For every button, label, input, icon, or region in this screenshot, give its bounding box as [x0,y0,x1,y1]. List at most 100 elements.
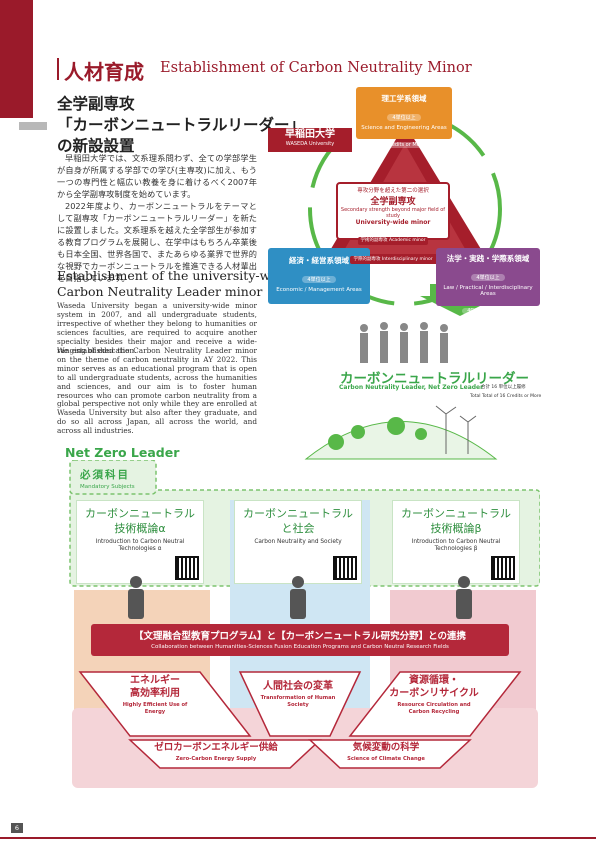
field-zero-carbon-en: Zero-Carbon Energy Supply [175,756,257,762]
mandatory-subjects-en: Mandatory Subjects [80,484,135,490]
field-climate: 気候変動の科学 Science of Climate Change [318,741,454,763]
field-society-en-2: Society [287,701,309,708]
mandatory-subjects-jp: 必須科目 [80,469,130,481]
course-alpha-jp-1: カーボンニュートラル [85,507,195,520]
field-energy-jp-1: エネルギー [130,675,180,686]
economic-credits-en: 4Credits or More [293,304,345,310]
mandatory-tab [69,460,157,495]
science-label-en: Science and Engineering Areas [361,125,447,131]
field-zero-carbon-jp: ゼロカーボンエネルギー供給 [154,742,278,753]
field-energy-en-2: Energy [144,708,166,715]
people-figures-icon [360,322,448,363]
en-paragraph-2: We established the Carbon Neutrality Lea… [57,346,257,436]
field-shape-zero-carbon [128,739,322,769]
course-society-jp-2: と社会 [281,522,315,535]
minor-sub-jp: 専攻分野を超えた第二の選択 [357,188,429,194]
minor-sub-en: Secondary strength beyond major field of… [340,207,446,219]
university-wide-minor-box: 専攻分野を超えた第二の選択 全学副専攻 Secondary strength b… [336,182,450,264]
course-society-en-1: Carbon Neutrality and Society [254,539,342,545]
law-credits-en: 4Credits or More [462,308,514,314]
field-shape-climate [308,739,472,769]
academic-minor-tag: 学術的副専攻 Academic minor [357,237,429,245]
credits-note-jp: 合計 16 単位以上履修 [481,385,526,390]
minor-title-en: University-wide minor [355,219,431,226]
wind-turbine-icon [435,405,477,454]
law-label-jp: 法学・実践・学際系領域 [446,254,530,263]
law-region: 法学・実践・学際系領域 4単位以上 Law / Practical / Inte… [436,248,540,314]
course-card-society[interactable]: カーボンニュートラルと社会 Carbon Neutrality and Soci… [234,500,362,584]
person-icon [128,576,144,619]
title-rule [57,58,59,80]
qr-code-icon[interactable] [175,556,199,580]
student-figures-illustration [128,576,472,619]
waseda-jp: 早稲田大学 [285,129,335,140]
en-paragraph-1: Waseda University began a university-wid… [57,301,257,355]
science-credits-en: 4Credits or More [378,142,430,148]
field-shape-recycling [348,671,522,737]
course-beta-jp-1: カーボンニュートラル [401,507,511,520]
course-beta-en-1: Introduction to Carbon Neutral [411,539,501,545]
science-credits-jp: 4単位以上 [387,114,421,121]
economic-label-jp: 経済・経営系領域 [289,256,349,265]
field-recycling-en-1: Resource Circulation and [397,702,471,708]
science-label-jp: 理工学系領域 [381,94,427,103]
law-label-en: Law / Practical / Interdisciplinary Area… [443,285,533,297]
jp-heading-line-3: の新設設置 [57,136,135,155]
field-recycling-jp-2: カーボンリサイクル [389,688,479,699]
tree-icons [328,417,427,450]
field-recycling-jp-1: 資源循環・ [409,675,459,686]
field-shape-society [238,671,362,737]
jp-heading-line-1: 全学副専攻 [57,94,135,113]
science-region: 理工学系領域 4単位以上 Science and Engineering Are… [356,87,452,148]
left-accent-bar [0,0,33,118]
minor-title-jp: 全学副専攻 [370,197,416,207]
course-beta-jp-2: 技術概論β [430,522,482,535]
person-icon [456,576,472,619]
course-society-jp-1: カーボンニュートラル [243,507,353,520]
page-title-jp: 人材育成 [64,60,144,84]
field-society-en-1: Transformation of Human [260,695,336,701]
bottom-rule [0,837,596,839]
field-shape-energy [78,671,252,737]
field-recycling-en-2: Carbon Recycling [408,708,460,715]
carbon-neutrality-leader-en: Carbon Neutrality Leader, Net Zero Leade… [339,384,484,391]
field-society-jp: 人間社会の変革 [263,681,333,692]
en-heading-line-2: Carbon Neutrality Leader minor [57,284,263,299]
waseda-university-label: 早稲田大学 WASEDA University [268,128,352,152]
jp-paragraph-2: 2022年度より、カーボンニュートラルをテーマとして副専攻「カーボンニュートラル… [57,201,257,283]
earth-people-illustration [304,322,498,460]
collaboration-banner: 【文理融合型教育プログラム】と【カーボンニュートラル研究分野】との連携 Coll… [91,624,509,656]
course-alpha-en-1: Introduction to Carbon Neutral [95,539,185,545]
field-zero-carbon: ゼロカーボンエネルギー供給 Zero-Carbon Energy Supply [128,741,304,763]
jp-paragraph-1: 早稲田大学では、文系理系問わず、全ての学部学生が自身が所属する学部での学び(主専… [57,153,257,199]
person-icon [290,576,306,619]
economic-credits-jp: 4単位以上 [302,276,336,283]
qr-code-icon[interactable] [491,556,515,580]
course-beta-en-2: Technologies β [434,546,478,552]
field-climate-jp: 気候変動の科学 [352,742,420,753]
collaboration-en: Collaboration between Humanities-Science… [151,644,449,650]
economic-label-en: Economic / Management Areas [276,287,362,293]
credits-total-en: Total Total of 16 Credits or More [470,394,542,399]
en-heading-line-1: Establishment of the university-wide [57,268,290,283]
jp-heading-line-2: 「カーボンニュートラルリーダー」 [57,115,306,134]
left-gray-bar [19,122,47,130]
page-number: 6 [11,823,23,833]
course-card-beta[interactable]: カーボンニュートラル技術概論β Introduction to Carbon N… [392,500,520,584]
page-title-en: Establishment of Carbon Neutrality Minor [160,60,472,76]
carbon-neutrality-leader-title: カーボンニュートラルリーダー [340,371,529,387]
field-climate-en: Science of Climate Change [347,756,425,762]
waseda-en: WASEDA University [285,141,335,147]
jp-heading: 全学副専攻 「カーボンニュートラルリーダー」 の新設設置 [57,93,305,156]
interdisciplinary-minor-tag: 学際的副専攻 Interdisciplinary minor [350,256,436,264]
collaboration-jp: 【文理融合型教育プログラム】と【カーボンニュートラル研究分野】との連携 [133,631,467,642]
course-card-alpha[interactable]: カーボンニュートラル技術概論α Introduction to Carbon N… [76,500,204,584]
field-energy-en-1: Highly Efficient Use of [122,702,188,708]
qr-code-icon[interactable] [333,556,357,580]
net-zero-leader-title: Net Zero Leader [65,445,180,460]
course-alpha-jp-2: 技術概論α [114,522,166,535]
law-credits-jp: 4単位以上 [471,274,505,281]
